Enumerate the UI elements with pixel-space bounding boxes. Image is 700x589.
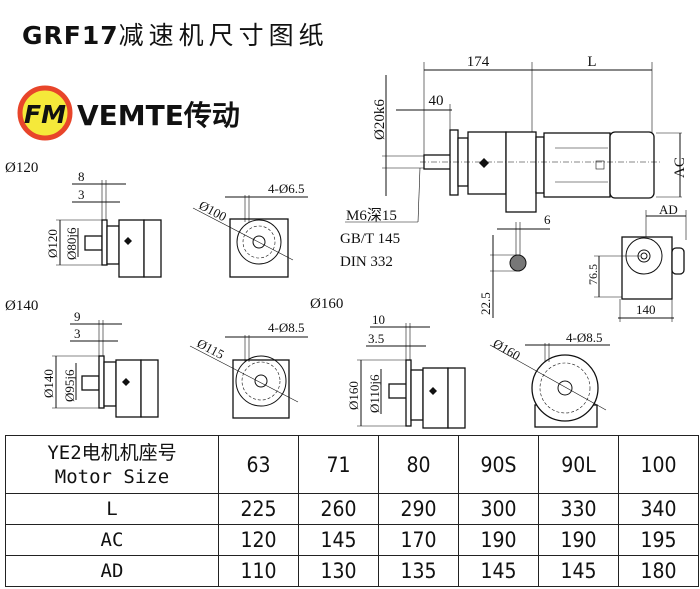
svg-text:10: 10 <box>372 312 385 327</box>
svg-text:4-Ø8.5: 4-Ø8.5 <box>566 330 602 345</box>
size-cell: 63 <box>218 435 299 494</box>
svg-text:Ø140: Ø140 <box>41 369 56 398</box>
svg-text:4-Ø6.5: 4-Ø6.5 <box>268 181 304 196</box>
size-cell: 100 <box>618 435 699 494</box>
size-cell: 90L <box>538 435 619 494</box>
flange-label: Ø160 <box>310 296 343 312</box>
svg-text:Ø115: Ø115 <box>195 335 227 362</box>
svg-text:4-Ø8.5: 4-Ø8.5 <box>268 320 304 335</box>
size-cell: 80 <box>378 435 459 494</box>
svg-text:8: 8 <box>78 169 85 184</box>
logo-mark: FM <box>24 100 66 129</box>
brand-logo: FM <box>17 85 73 141</box>
svg-text:3: 3 <box>74 326 81 341</box>
page-title: GRF17减速机尺寸图纸 <box>22 16 329 52</box>
flange-160-views: Ø160 10 3.5 Ø160 Ø110j6 Ø160 4-Ø8.5 <box>310 296 610 429</box>
thread-note-gbt: GB/T 145 <box>340 231 400 247</box>
flange-140-views: Ø140 9 3 Ø140 Ø95j6 Ø115 4-Ø8.5 <box>5 298 308 419</box>
dim-key-width: 6 <box>544 212 551 227</box>
thread-note-m6: M6深15 <box>346 207 397 224</box>
dim-76-5: 76.5 <box>586 264 600 285</box>
end-view: AD 76.5 140 <box>586 202 687 322</box>
svg-text:Ø120: Ø120 <box>45 229 60 258</box>
dim-40: 40 <box>429 93 444 109</box>
svg-text:Ø160: Ø160 <box>346 381 361 410</box>
drawing-canvas: FM 174 L 40 Ø20k6 AC <box>5 54 688 429</box>
dim-key-height: 22.5 <box>478 292 493 315</box>
dim-140: 140 <box>636 302 656 317</box>
flange-label: Ø120 <box>5 160 38 176</box>
main-side-view: 174 L 40 Ø20k6 AC M6深15 GB/T 145 DIN 332 <box>340 54 688 270</box>
svg-text:9: 9 <box>74 309 81 324</box>
size-cell: 71 <box>298 435 379 494</box>
size-cell: 90S <box>458 435 539 494</box>
dim-AC: AC <box>672 157 688 178</box>
flange-120-views: Ø120 8 3 Ø120 Ø80j6 Ø100 4-Ø6.5 <box>5 160 308 278</box>
dim-AD: AD <box>659 202 678 217</box>
svg-text:3: 3 <box>78 187 85 202</box>
svg-text:Ø80j6: Ø80j6 <box>64 227 79 260</box>
brand-name: VEMTE传动 <box>77 99 240 132</box>
flange-label: Ø140 <box>5 298 38 314</box>
svg-text:Ø110j6: Ø110j6 <box>367 374 382 413</box>
dim-shaft-diameter: Ø20k6 <box>372 99 388 140</box>
title-text: 减速机尺寸图纸 <box>118 21 329 50</box>
svg-text:Ø160: Ø160 <box>491 336 524 363</box>
key-section-view: 6 22.5 <box>478 212 551 318</box>
thread-note-din: DIN 332 <box>340 254 393 270</box>
dim-174: 174 <box>467 54 490 70</box>
dim-L: L <box>587 54 596 70</box>
title-model: GRF17 <box>22 21 119 50</box>
svg-text:Ø100: Ø100 <box>197 197 230 224</box>
svg-text:Ø95j6: Ø95j6 <box>62 369 77 402</box>
svg-text:3.5: 3.5 <box>368 331 384 346</box>
